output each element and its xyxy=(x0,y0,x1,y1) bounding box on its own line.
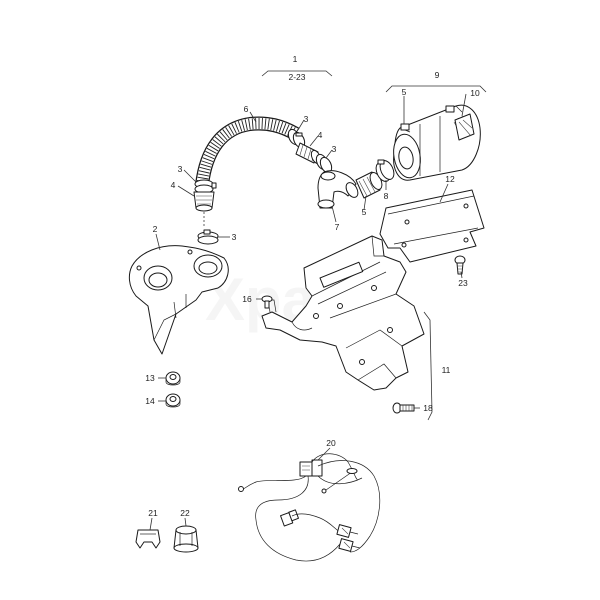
screw-part-23[interactable] xyxy=(454,255,466,275)
callout-3-middle[interactable]: 3 xyxy=(332,144,337,154)
callout-18[interactable]: 18 xyxy=(423,403,433,413)
callout-6[interactable]: 6 xyxy=(244,104,249,114)
group-range-label: 2-23 xyxy=(288,72,305,82)
callout-4-left[interactable]: 4 xyxy=(171,180,176,190)
hose-clamp-housing[interactable] xyxy=(197,229,219,245)
clip-part-16[interactable] xyxy=(261,295,273,309)
callout-3-upper[interactable]: 3 xyxy=(304,114,309,124)
callout-21[interactable]: 21 xyxy=(148,508,158,518)
callout-2[interactable]: 2 xyxy=(153,224,158,234)
callout-13[interactable]: 13 xyxy=(145,373,155,383)
fuse-holder-part-22[interactable] xyxy=(173,525,199,553)
callout-4-upper[interactable]: 4 xyxy=(318,130,323,140)
callout-5-sleeve[interactable]: 5 xyxy=(362,207,367,217)
callout-20[interactable]: 20 xyxy=(326,438,336,448)
wiring-harness-part-20[interactable] xyxy=(238,453,381,562)
intake-housing-part-2[interactable] xyxy=(128,245,229,355)
leader-lines xyxy=(149,85,487,531)
callout-22[interactable]: 22 xyxy=(180,508,190,518)
hose-coupling-lower[interactable] xyxy=(193,191,215,212)
hose-clamp-middle[interactable] xyxy=(314,153,334,175)
nut-part-14[interactable] xyxy=(165,393,181,408)
clamp-part-8[interactable] xyxy=(373,158,396,183)
callout-5-filter[interactable]: 5 xyxy=(402,87,407,97)
callout-16[interactable]: 16 xyxy=(242,294,252,304)
nut-part-13[interactable] xyxy=(165,371,181,386)
heat-shield-part-12[interactable] xyxy=(379,189,485,263)
callout-3-lower[interactable]: 3 xyxy=(232,232,237,242)
mounting-bracket-part-11[interactable] xyxy=(261,235,425,391)
callout-12[interactable]: 12 xyxy=(445,174,455,184)
callout-8[interactable]: 8 xyxy=(384,191,389,201)
callout-23[interactable]: 23 xyxy=(458,278,468,288)
callout-7[interactable]: 7 xyxy=(335,222,340,232)
screw-part-18[interactable] xyxy=(392,402,415,414)
callout-11[interactable]: 11 xyxy=(442,365,451,375)
hose-clamp-lower[interactable] xyxy=(194,179,217,194)
callout-3-left[interactable]: 3 xyxy=(178,164,183,174)
filter-cap-part-10[interactable] xyxy=(454,113,475,141)
callout-9[interactable]: 9 xyxy=(435,70,440,80)
callout-14[interactable]: 14 xyxy=(145,396,155,406)
callout-10[interactable]: 10 xyxy=(470,88,480,98)
elbow-connector-part-7[interactable] xyxy=(317,170,360,209)
corrugated-hose-part-6[interactable] xyxy=(195,116,300,186)
callout-1[interactable]: 1 xyxy=(293,54,298,64)
fuse-part-21[interactable] xyxy=(135,529,161,549)
group-bracket xyxy=(261,70,333,77)
